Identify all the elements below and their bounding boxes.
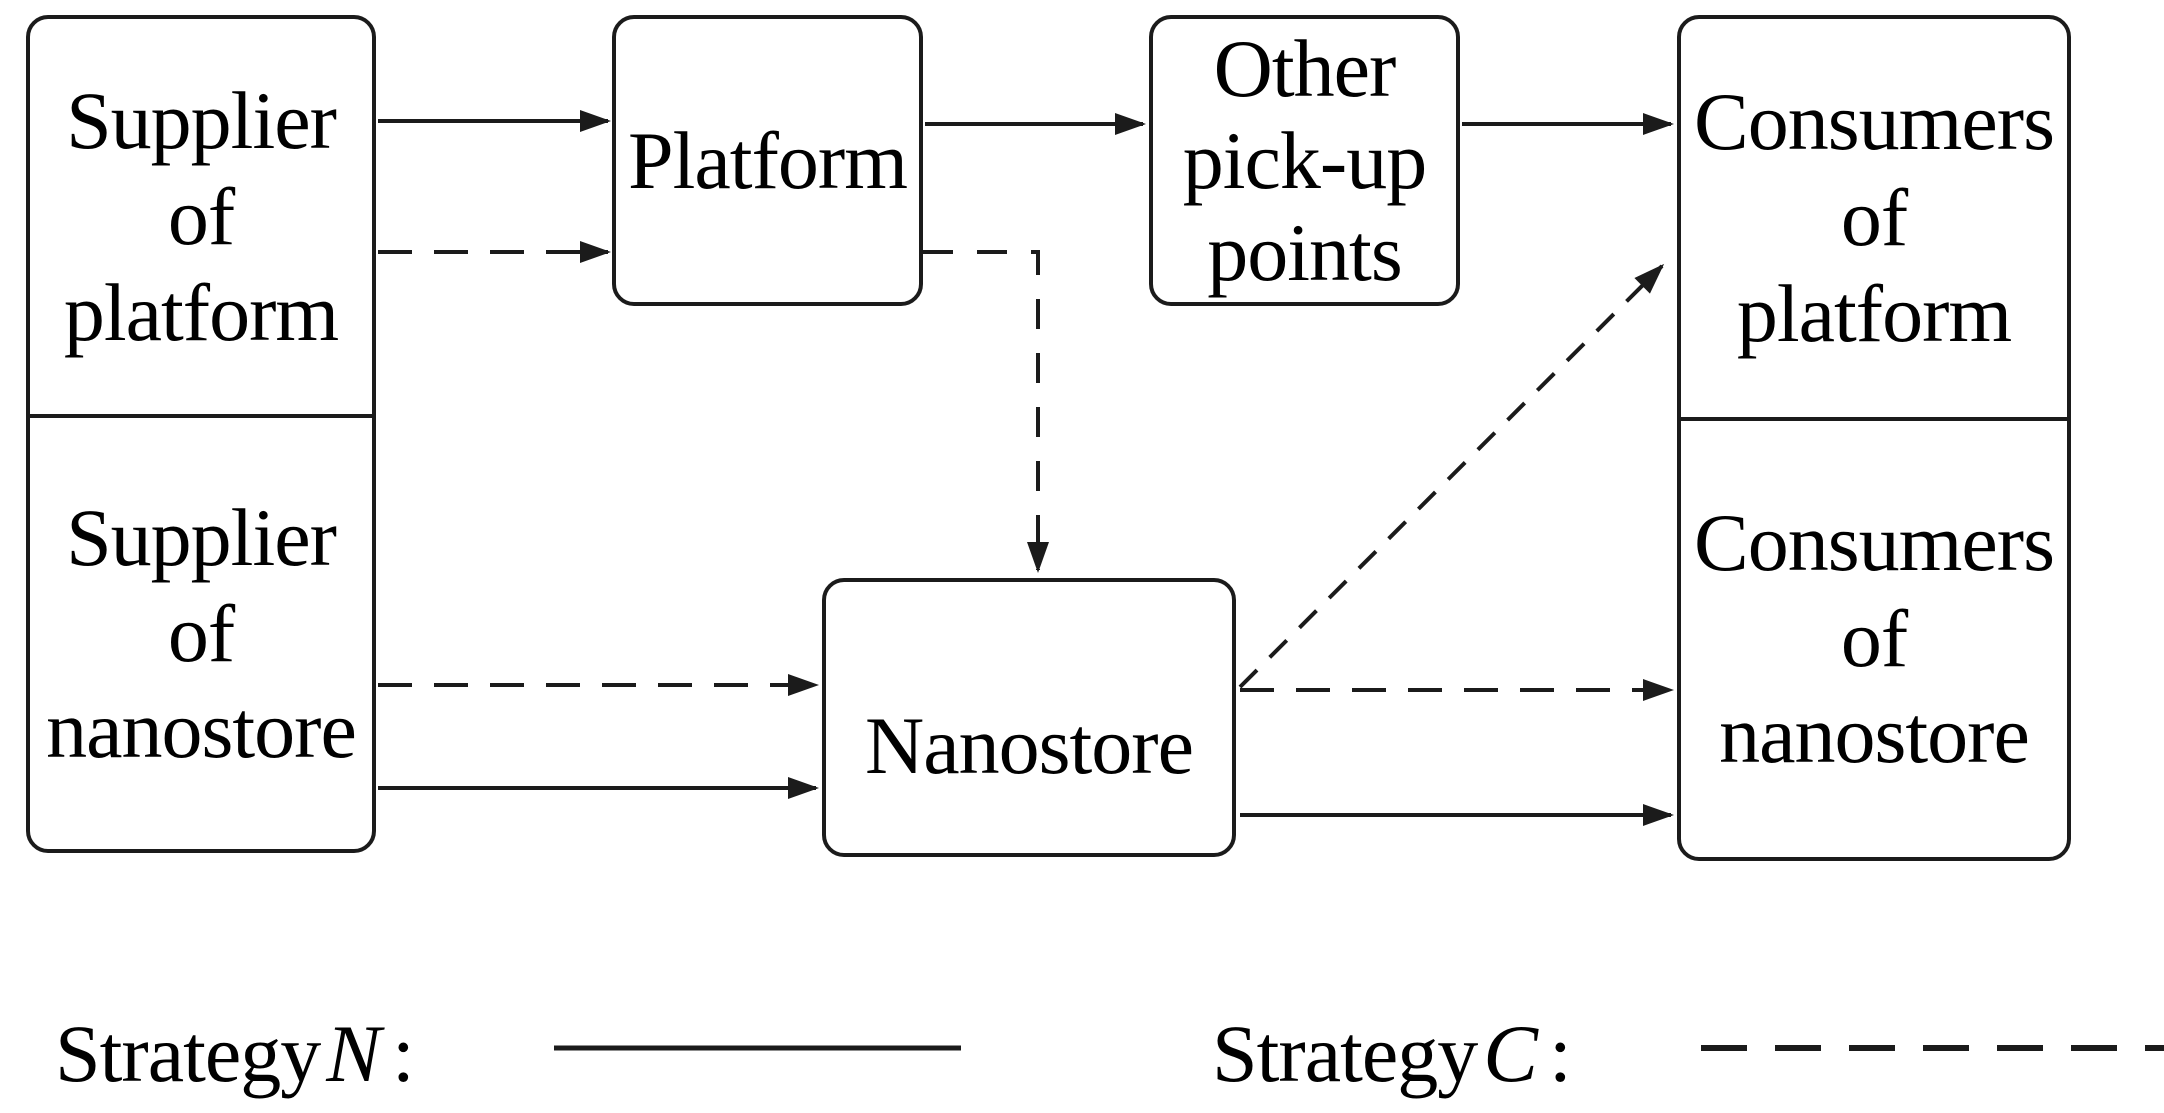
nanostore-label: Nanostore xyxy=(826,582,1232,853)
edge-platform-to-nanostore-dashed xyxy=(923,250,1049,573)
label-line: Consumers xyxy=(1694,76,2055,167)
label-line: Other xyxy=(1213,22,1397,114)
label-line: of xyxy=(167,170,235,262)
label-line: Supplier xyxy=(66,74,337,166)
legend-strategy-n-label: StrategyN: xyxy=(55,1006,415,1102)
label-line: Platform xyxy=(628,114,908,206)
consumers-of-platform-label: Consumers of platform xyxy=(1681,19,2067,417)
supplier-of-platform-box: Supplier of platform xyxy=(30,19,372,414)
label-line: platform xyxy=(1736,268,2012,359)
label-line: platform xyxy=(63,266,339,358)
legend-c-symbol: C xyxy=(1483,1008,1538,1099)
nanostore-box: Nanostore xyxy=(822,578,1236,857)
supplier-of-nanostore-label: Supplier of nanostore xyxy=(30,418,372,849)
legend-c-prefix: Strategy xyxy=(1212,1008,1478,1099)
label-line: pick-up xyxy=(1182,114,1427,206)
consumers-of-nanostore-label: Consumers of nanostore xyxy=(1681,421,2067,857)
legend-n-prefix: Strategy xyxy=(55,1008,321,1099)
label-line: points xyxy=(1207,206,1402,298)
consumers-of-platform-box: Consumers of platform xyxy=(1681,19,2067,417)
label-line: of xyxy=(1840,593,1908,684)
legend-n-colon: : xyxy=(391,1008,415,1099)
supplier-of-platform-label: Supplier of platform xyxy=(30,19,372,414)
consumers-group-box: Consumers of platform Consumers of nanos… xyxy=(1677,15,2071,861)
other-pickup-points-box: Other pick-up points xyxy=(1149,15,1460,306)
legend-c-colon: : xyxy=(1548,1008,1572,1099)
label-line: Nanostore xyxy=(864,699,1194,791)
suppliers-group-box: Supplier of platform Supplier of nanosto… xyxy=(26,15,376,853)
label-line: Consumers xyxy=(1694,497,2055,588)
label-line: Supplier xyxy=(66,491,337,583)
label-line: of xyxy=(167,587,235,679)
platform-box: Platform xyxy=(612,15,923,306)
label-line: of xyxy=(1840,172,1908,263)
platform-label: Platform xyxy=(616,19,919,302)
edge-nanostore-to-consumers-platform-dashed xyxy=(1238,263,1665,689)
label-line: nanostore xyxy=(46,683,357,775)
supplier-of-nanostore-box: Supplier of nanostore xyxy=(30,414,372,849)
legend-n-symbol: N xyxy=(326,1008,381,1099)
legend-strategy-c-label: StrategyC: xyxy=(1212,1006,1572,1102)
other-pickup-points-label: Other pick-up points xyxy=(1153,19,1456,302)
label-line: nanostore xyxy=(1719,689,2030,780)
consumers-of-nanostore-box: Consumers of nanostore xyxy=(1681,417,2067,857)
